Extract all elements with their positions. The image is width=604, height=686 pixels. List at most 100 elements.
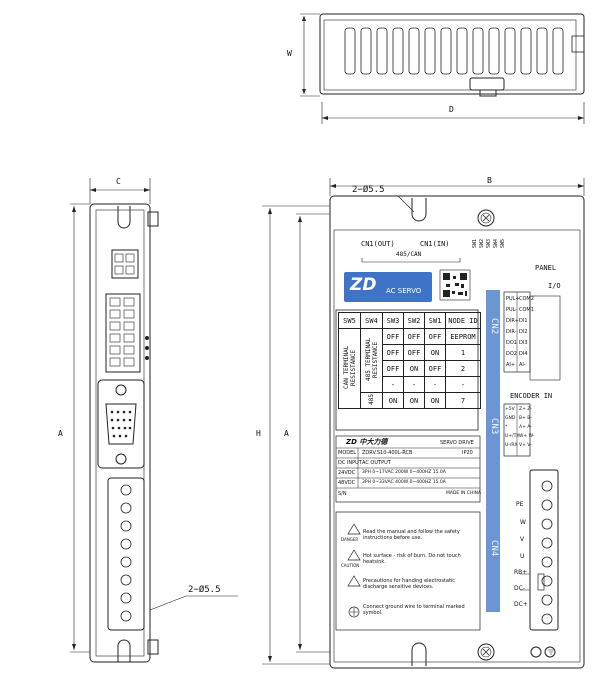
panel-label: PANEL bbox=[535, 264, 557, 272]
hdr-sw5: SW5 bbox=[338, 312, 361, 329]
logo-badge bbox=[344, 272, 432, 302]
dim-width: W bbox=[287, 49, 292, 58]
row1-output: 3PH 0~17VAC 200W 0~400HZ 15.0A bbox=[362, 470, 446, 475]
dim-a-left: A bbox=[58, 429, 63, 438]
io-pin: PUL+ bbox=[506, 296, 520, 302]
warning-4: Connect ground wire to terminal marked s… bbox=[363, 604, 465, 616]
cell: ON bbox=[424, 344, 446, 361]
io-pin: DI1 bbox=[519, 318, 528, 324]
row2-input: 48VDC bbox=[338, 480, 356, 486]
hdr-sw1: SW1 bbox=[424, 312, 446, 329]
cn3-label: CN3 bbox=[489, 418, 499, 435]
terminal-resistance-label: 485 TERMINAL RESISTANCE bbox=[364, 337, 379, 382]
cell: OFF bbox=[403, 328, 425, 345]
io-pin: DI2 bbox=[519, 329, 528, 335]
cell: EEPROM bbox=[445, 328, 481, 345]
sw2-label: SW2 bbox=[479, 238, 485, 248]
cell: 2 bbox=[445, 360, 481, 377]
cell: 1 bbox=[445, 344, 481, 361]
hdr-sw2: SW2 bbox=[403, 312, 425, 329]
power-pin-v: V bbox=[520, 536, 525, 543]
cell: ON bbox=[403, 392, 425, 409]
enc-pin: W+ W- bbox=[519, 434, 535, 439]
hdr-sw4: SW4 bbox=[360, 312, 383, 329]
io-pin: PUL- bbox=[506, 307, 518, 313]
sn-label: S/N bbox=[338, 491, 347, 497]
cell: OFF bbox=[403, 344, 425, 361]
dim-h: H bbox=[256, 429, 261, 438]
enc-pin: U+/TX bbox=[505, 434, 520, 439]
cell: OFF bbox=[382, 328, 404, 345]
cell: OFF bbox=[382, 360, 404, 377]
io-pin: COM1 bbox=[519, 307, 534, 313]
cn1-out-label: CN1(OUT) bbox=[361, 240, 395, 248]
nameplate-type: SERVO DRIVE bbox=[440, 440, 474, 446]
io-pin: DO1 bbox=[506, 340, 517, 346]
io-label: I/O bbox=[548, 282, 561, 290]
can-terminal-label: CAN TERMINAL RESISTANCE bbox=[342, 345, 357, 390]
cell: - bbox=[403, 376, 425, 393]
dim-b: B bbox=[487, 176, 492, 185]
enc-pin: B+ B- bbox=[519, 416, 532, 421]
nameplate-brand: ZD 中大力德 bbox=[346, 438, 388, 446]
switch-table: SW5 SW4 SW3 SW2 SW1 NODE ID CAN TERMINAL… bbox=[338, 312, 481, 409]
cell: ON bbox=[382, 392, 404, 409]
row2-output: 3PH 0~33VAC 400W 0~400HZ 15.0A bbox=[362, 480, 446, 485]
front-view bbox=[262, 178, 585, 669]
made-in-label: MADE IN CHINA bbox=[446, 491, 482, 496]
cell: - bbox=[445, 376, 481, 393]
power-pin-u: U bbox=[520, 553, 525, 560]
sw4-label: SW4 bbox=[493, 238, 499, 248]
enc-pin: Z+ Z- bbox=[519, 407, 532, 412]
power-pin-dc-plus: DC+ bbox=[514, 601, 528, 608]
warning-2: Hot surface - risk of burn. Do not touch… bbox=[363, 553, 461, 565]
warning-1-tag: DANGER bbox=[341, 537, 359, 542]
hdr-node-id: NODE ID bbox=[445, 312, 481, 329]
bus-label: 485/CAN bbox=[396, 251, 422, 258]
hole-label-bottom: 2−Ø5.5 bbox=[188, 585, 221, 595]
model-label: MODEL bbox=[338, 450, 357, 456]
warning-1: Read the manual and follow the safety in… bbox=[363, 529, 460, 541]
nameplate bbox=[335, 435, 481, 503]
power-pin-pe: PE bbox=[516, 501, 524, 508]
io-pin: COM2 bbox=[519, 296, 534, 302]
warning-2-tag: CAUTION bbox=[341, 563, 360, 568]
logo-subtitle: AC SERVO bbox=[386, 287, 422, 295]
cn4-label: CN4 bbox=[489, 540, 499, 557]
enc-pin: A+ A- bbox=[519, 425, 532, 430]
enc-pin: V+ V- bbox=[519, 443, 532, 448]
io-pin: DIR- bbox=[506, 329, 517, 335]
power-pin-rb: RB+ bbox=[514, 569, 528, 576]
io-pin: AI- bbox=[519, 362, 526, 368]
cell: - bbox=[382, 376, 404, 393]
row1-input: 24VDC bbox=[338, 470, 356, 476]
hole-label-top: 2−Ø5.5 bbox=[352, 185, 385, 195]
hdr-sw3: SW3 bbox=[382, 312, 404, 329]
io-pin: DIR+ bbox=[506, 318, 519, 324]
cell: OFF bbox=[382, 344, 404, 361]
cell: OFF bbox=[424, 328, 446, 345]
cell: ON bbox=[403, 360, 425, 377]
io-pin: DI3 bbox=[519, 340, 528, 346]
sw1-label: SW1 bbox=[472, 238, 478, 248]
cn1-in-label: CN1(IN) bbox=[420, 240, 450, 248]
sw3-label: SW3 bbox=[486, 238, 492, 248]
warning-3: Precautions for handing electrostatic di… bbox=[363, 578, 456, 590]
enc-pin: GND bbox=[505, 416, 516, 421]
cn2-label: CN2 bbox=[489, 318, 499, 335]
model-value: ZDRV.S10-400L-RCB bbox=[362, 450, 413, 456]
enc-pin: +5V bbox=[505, 407, 515, 412]
logo-mark: ZD bbox=[350, 275, 377, 295]
ip-rating: IP20 bbox=[462, 450, 473, 456]
dim-a-mid: A bbox=[284, 429, 289, 438]
cell: OFF bbox=[424, 360, 446, 377]
ac-output-label: AC OUTPUT bbox=[362, 460, 391, 466]
io-pin: AI+ bbox=[506, 362, 516, 368]
encoder-in-label: ENCODER IN bbox=[510, 392, 553, 400]
dc-input-label: DC INPUT bbox=[338, 460, 362, 466]
power-pin-w: W bbox=[520, 519, 526, 526]
power-pin-dc-minus: DC- bbox=[514, 585, 525, 592]
sw5-label: SW5 bbox=[500, 238, 506, 248]
